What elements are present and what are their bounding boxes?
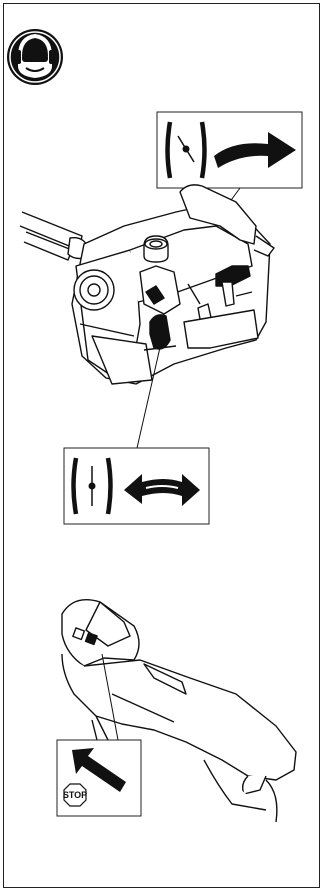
choke-open-label <box>64 448 209 524</box>
stop-label: STOP <box>57 740 141 816</box>
stop-sign-icon: STOP <box>63 784 87 806</box>
eye-ear-protection-icon <box>7 29 63 85</box>
choke-closed-label <box>157 112 302 188</box>
stop-text: STOP <box>63 790 87 800</box>
page-frame: STOP <box>3 3 320 888</box>
engine-unit <box>20 185 274 384</box>
instruction-illustration: STOP <box>4 4 321 889</box>
